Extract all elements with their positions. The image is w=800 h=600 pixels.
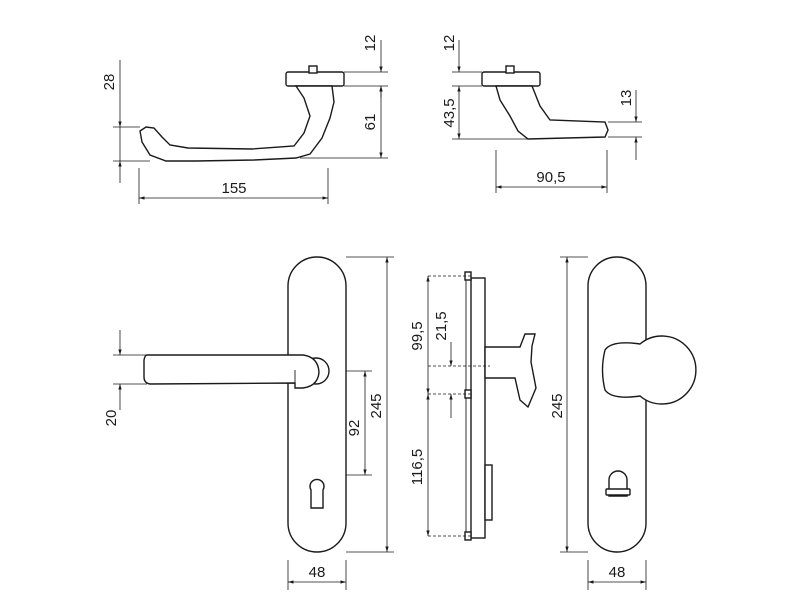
- front-plate: [287, 256, 347, 553]
- dim-label-245-front: 245: [368, 393, 385, 418]
- dim-label-90-5: 90,5: [536, 169, 565, 186]
- front-lever-plate: [143, 256, 347, 553]
- dim-label-92: 92: [346, 420, 363, 437]
- lever-screw: [308, 65, 318, 74]
- dim-label-48-knob: 48: [609, 564, 626, 581]
- knob-plate: [587, 256, 697, 553]
- lever-rose: [285, 71, 345, 87]
- dim-label-12-top: 12: [362, 35, 379, 52]
- dim-knob-48: 48: [587, 560, 647, 590]
- dim-front-48: 48: [287, 560, 347, 590]
- dim-label-245-knob: 245: [549, 393, 566, 418]
- dim-label-28: 28: [101, 74, 118, 91]
- knob-plate-outline: [587, 256, 647, 553]
- lever-body: [139, 85, 335, 162]
- dim-side-13: 13: [608, 90, 642, 160]
- side-rose: [481, 71, 541, 87]
- front-lever-arm: [143, 354, 320, 389]
- dim-front-92-245: 92 245: [346, 256, 394, 553]
- dim-top-28: 28: [101, 60, 150, 183]
- dim-label-48-front: 48: [309, 564, 326, 581]
- dim-label-43-5: 43,5: [441, 98, 458, 127]
- dim-label-99-5: 99,5: [409, 321, 426, 350]
- section-plate: [470, 277, 486, 539]
- dim-knob-245: 245: [549, 256, 588, 553]
- lever-top-view: [139, 65, 345, 162]
- side-lever-body: [495, 85, 609, 140]
- front-keyhole: [309, 478, 325, 509]
- dim-section: 99,5 21,5 116,5: [409, 276, 453, 536]
- lever-side-view: [481, 65, 609, 140]
- knob: [601, 335, 697, 405]
- dim-side-90-5: 90,5: [495, 150, 608, 193]
- dim-side-12-43: 12 43,5: [441, 35, 528, 140]
- side-screw: [505, 65, 515, 74]
- knob-turn-lever: [605, 488, 631, 496]
- dim-label-116-5: 116,5: [409, 449, 426, 485]
- dim-label-12-side: 12: [441, 35, 458, 52]
- dim-label-21-5: 21,5: [433, 311, 450, 340]
- dim-front-20: 20: [103, 330, 147, 426]
- section-cylinder: [484, 464, 493, 521]
- section-lever-stem: [484, 333, 537, 409]
- dim-label-155: 155: [221, 180, 246, 197]
- dim-top-12-61: 12 61: [300, 35, 388, 159]
- dim-label-61: 61: [362, 114, 379, 131]
- dim-label-13: 13: [618, 90, 635, 107]
- dim-top-155: 155: [138, 168, 329, 204]
- plate-section: [428, 271, 537, 541]
- dim-label-20: 20: [103, 410, 120, 427]
